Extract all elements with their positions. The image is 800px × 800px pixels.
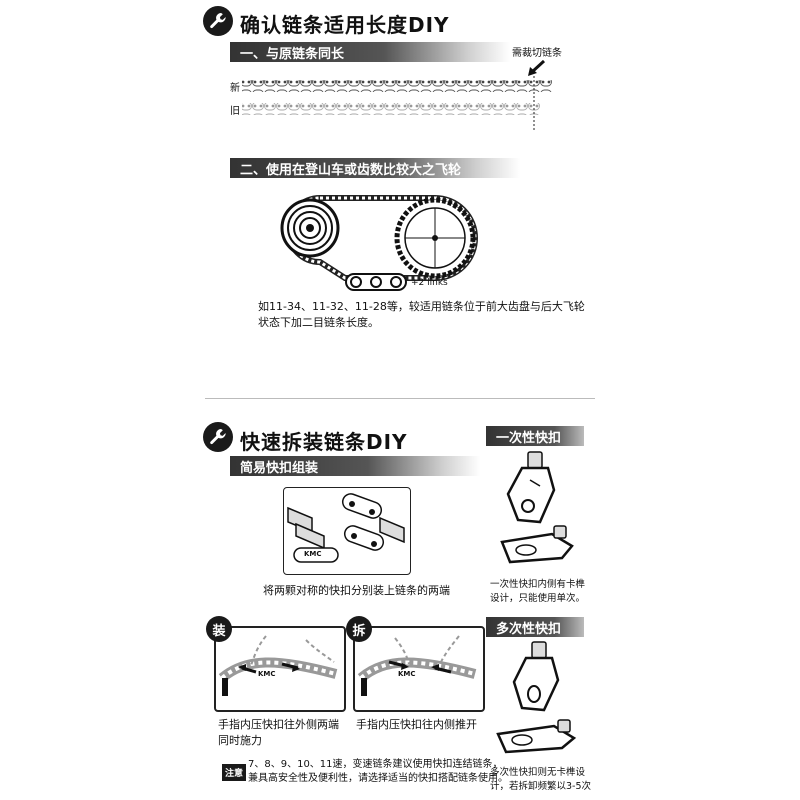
note-line2: 兼具高安全性及便利性，请选择适当的快扣搭配链条使用。 [248,773,508,784]
multi-use-caption-line1: 多次性快扣则无卡榫设 [490,767,586,778]
extra-links-icon [345,273,407,291]
connector-assembly-illustration [283,487,411,575]
links-label: +2 links [411,278,448,288]
kmc-label: KMC [304,550,322,558]
drivetrain-diagram [280,195,478,281]
section-divider [205,398,595,399]
section-title: 确认链条适用长度DIY [240,13,450,37]
old-chain-label: 旧 [230,106,240,117]
chain-comparison [242,76,552,132]
wrench-icon [203,6,233,36]
kmc-label: KMC [398,670,416,678]
install-caption-line2: 同时施力 [218,734,262,747]
arrow-icon [526,59,546,82]
note-tag: 注意 [222,764,247,781]
step2-description-line1: 如11-34、11-32、11-28等，较适用链条位于前大齿盘与后大飞轮 [258,300,585,313]
remove-illustration [353,626,485,712]
multi-use-caption-line2: 计，若拆卸频繁以3-5次 [490,781,592,792]
note-line1: 7、8、9、10、11速，变速链条建议使用快扣连结链条， [248,759,503,770]
remove-tag: 拆 [346,616,372,642]
section-title: 快速拆装链条DIY [240,430,408,454]
kmc-label: KMC [258,670,276,678]
wrench-icon [203,422,233,452]
multi-use-banner: 多次性快扣 [486,617,584,637]
step-banner: 简易快扣组装 [230,456,480,476]
single-use-banner: 一次性快扣 [486,426,584,446]
new-chain-label: 新 [230,83,240,94]
install-tag: 装 [206,616,232,642]
remove-caption: 手指内压快扣往内侧推开 [356,718,477,731]
step-banner: 一、与原链条同长 [230,42,510,62]
cut-label: 需裁切链条 [512,48,562,59]
assembly-caption: 将两颗对称的快扣分别装上链条的两端 [263,584,450,597]
install-caption-line1: 手指内压快扣往外侧两端 [218,718,339,731]
single-use-link-illustration [500,451,574,564]
single-use-caption-line1: 一次性快扣内侧有卡榫 [490,579,586,590]
step-banner: 二、使用在登山车或齿数比较大之飞轮 [230,158,520,178]
single-use-caption-line2: 设计，只能使用单次。 [490,593,586,604]
step2-description-line2: 状态下加二目链条长度。 [258,316,379,329]
install-illustration [214,626,346,712]
multi-use-link-illustration [496,641,577,754]
